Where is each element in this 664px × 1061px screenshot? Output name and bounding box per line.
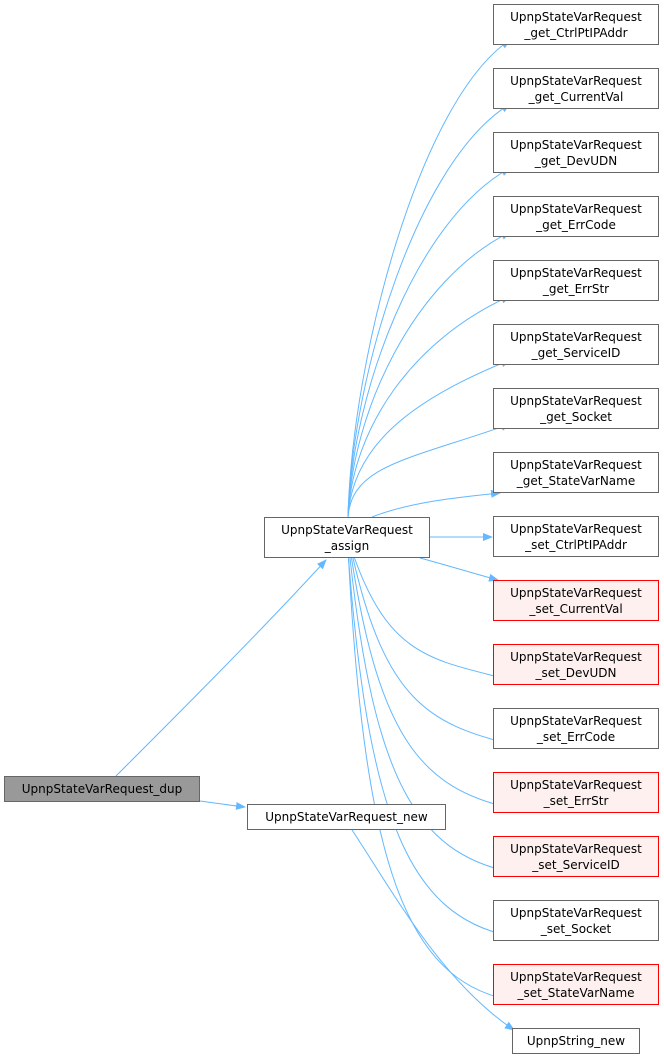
node-upnpstatevarrequest-set-ctrlptipaddr[interactable]: UpnpStateVarRequest_set_CtrlPtIPAddr xyxy=(493,516,659,557)
edge-assign-to-set-statevarname xyxy=(348,557,511,1003)
node-upnpstatevarrequest-set-devudn[interactable]: UpnpStateVarRequest_set_DevUDN xyxy=(493,644,659,685)
edge-assign-to-get-errstr xyxy=(347,295,511,518)
node-upnpstatevarrequest-set-currentval[interactable]: UpnpStateVarRequest_set_CurrentVal xyxy=(493,580,659,621)
node-upnpstatevarrequest-set-errcode[interactable]: UpnpStateVarRequest_set_ErrCode xyxy=(493,708,659,749)
node-label-line1: UpnpStateVarRequest xyxy=(510,137,642,152)
node-label-line2: _get_StateVarName xyxy=(516,473,636,488)
edge-dup-to-new xyxy=(199,800,246,810)
node-label-line1: UpnpStateVarRequest xyxy=(510,713,642,728)
edge-assign-to-get-errcode xyxy=(347,231,511,518)
node-upnpstatevarrequest-get-currentval[interactable]: UpnpStateVarRequest_get_CurrentVal xyxy=(493,68,659,109)
edge-assign-to-set-errstr xyxy=(351,557,511,810)
node-upnpstatevarrequest-dup: UpnpStateVarRequest_dup xyxy=(4,776,200,802)
edge-assign-to-get-socket xyxy=(347,423,511,518)
node-label: UpnpString_new xyxy=(526,1034,626,1048)
edge-assign-to-get-currentval xyxy=(347,103,511,518)
node-upnpstatevarrequest-get-errstr[interactable]: UpnpStateVarRequest_get_ErrStr xyxy=(493,260,659,301)
edge-assign-to-set-currentval xyxy=(419,557,499,582)
node-label-line1: UpnpStateVarRequest xyxy=(510,201,642,216)
node-label-line2: _set_CtrlPtIPAddr xyxy=(525,537,627,552)
node-label-line2: _get_ServiceID xyxy=(531,345,621,360)
edge-assign-to-set-errcode xyxy=(352,557,511,746)
node-label-line1: UpnpStateVarRequest xyxy=(510,329,642,344)
node-label-line1: UpnpStateVarRequest xyxy=(510,265,642,280)
node-label-line1: UpnpStateVarRequest xyxy=(510,905,642,920)
node-label-line2: _set_CurrentVal xyxy=(529,601,623,616)
node-upnpstatevarrequest-assign[interactable]: UpnpStateVarRequest _assign xyxy=(264,517,430,558)
node-upnpstatevarrequest-get-socket[interactable]: UpnpStateVarRequest_get_Socket xyxy=(493,388,659,429)
edge-assign-to-set-devudn xyxy=(354,557,511,682)
edge-assign-to-set-serviceid xyxy=(349,557,511,875)
node-label: UpnpStateVarRequest_dup xyxy=(21,782,183,796)
node-upnpstatevarrequest-get-ctrlptipaddr[interactable]: UpnpStateVarRequest_get_CtrlPtIPAddr xyxy=(493,4,659,45)
node-label: UpnpStateVarRequest_new xyxy=(265,810,428,824)
edge-assign-to-get-statevarname xyxy=(371,489,501,518)
node-label-line2: _get_Socket xyxy=(540,409,612,424)
node-label-line1: UpnpStateVarRequest xyxy=(510,841,642,856)
node-upnpstatevarrequest-set-socket[interactable]: UpnpStateVarRequest_set_Socket xyxy=(493,900,659,941)
node-upnpstatevarrequest-set-errstr[interactable]: UpnpStateVarRequest_set_ErrStr xyxy=(493,772,659,813)
node-label-line2: _get_DevUDN xyxy=(534,153,618,168)
node-label-line2: _assign xyxy=(324,538,370,553)
node-label-line2: _set_ErrStr xyxy=(543,793,609,808)
edge-assign-to-get-serviceid xyxy=(347,359,511,518)
node-upnpstatevarrequest-new[interactable]: UpnpStateVarRequest_new xyxy=(247,804,446,830)
node-upnpstatevarrequest-get-errcode[interactable]: UpnpStateVarRequest_get_ErrCode xyxy=(493,196,659,237)
node-upnpstatevarrequest-get-devudn[interactable]: UpnpStateVarRequest_get_DevUDN xyxy=(493,132,659,173)
node-upnpstring-new[interactable]: UpnpString_new xyxy=(512,1028,640,1054)
node-upnpstatevarrequest-get-serviceid[interactable]: UpnpStateVarRequest_get_ServiceID xyxy=(493,324,659,365)
node-label-line1: UpnpStateVarRequest xyxy=(510,393,642,408)
node-label-line1: UpnpStateVarRequest xyxy=(510,969,642,984)
node-label-line1: UpnpStateVarRequest xyxy=(510,9,642,24)
node-label-line2: _get_CtrlPtIPAddr xyxy=(524,25,628,40)
node-label-line2: _set_DevUDN xyxy=(535,665,617,680)
node-label-line1: UpnpStateVarRequest xyxy=(510,73,642,88)
node-upnpstatevarrequest-set-statevarname[interactable]: UpnpStateVarRequest_set_StateVarName xyxy=(493,964,659,1005)
edge-dup-to-assign xyxy=(115,559,327,777)
node-label-line1: UpnpStateVarRequest xyxy=(510,521,642,536)
node-label-line2: _set_StateVarName xyxy=(517,985,635,1000)
node-label-line2: _get_ErrStr xyxy=(542,281,610,296)
node-label-line2: _get_CurrentVal xyxy=(528,89,624,104)
node-label-line1: UpnpStateVarRequest xyxy=(510,585,642,600)
node-upnpstatevarrequest-set-serviceid[interactable]: UpnpStateVarRequest_set_ServiceID xyxy=(493,836,659,877)
node-label-line1: UpnpStateVarRequest xyxy=(510,457,642,472)
node-upnpstatevarrequest-get-statevarname[interactable]: UpnpStateVarRequest_get_StateVarName xyxy=(493,452,659,493)
node-label-line2: _set_ErrCode xyxy=(536,729,616,744)
node-label-line1: UpnpStateVarRequest xyxy=(510,649,642,664)
edge-assign-to-get-ctrlptipaddr xyxy=(347,39,511,518)
node-label-line2: _set_Socket xyxy=(540,921,612,936)
node-label-line2: _get_ErrCode xyxy=(536,217,616,232)
edge-new-to-string-new xyxy=(351,829,515,1031)
node-label-line1: UpnpStateVarRequest xyxy=(281,522,413,537)
node-label-line2: _set_ServiceID xyxy=(532,857,620,872)
edge-assign-to-get-devudn xyxy=(347,167,511,518)
edge-assign-to-set-socket xyxy=(348,557,511,939)
node-label-line1: UpnpStateVarRequest xyxy=(510,777,642,792)
